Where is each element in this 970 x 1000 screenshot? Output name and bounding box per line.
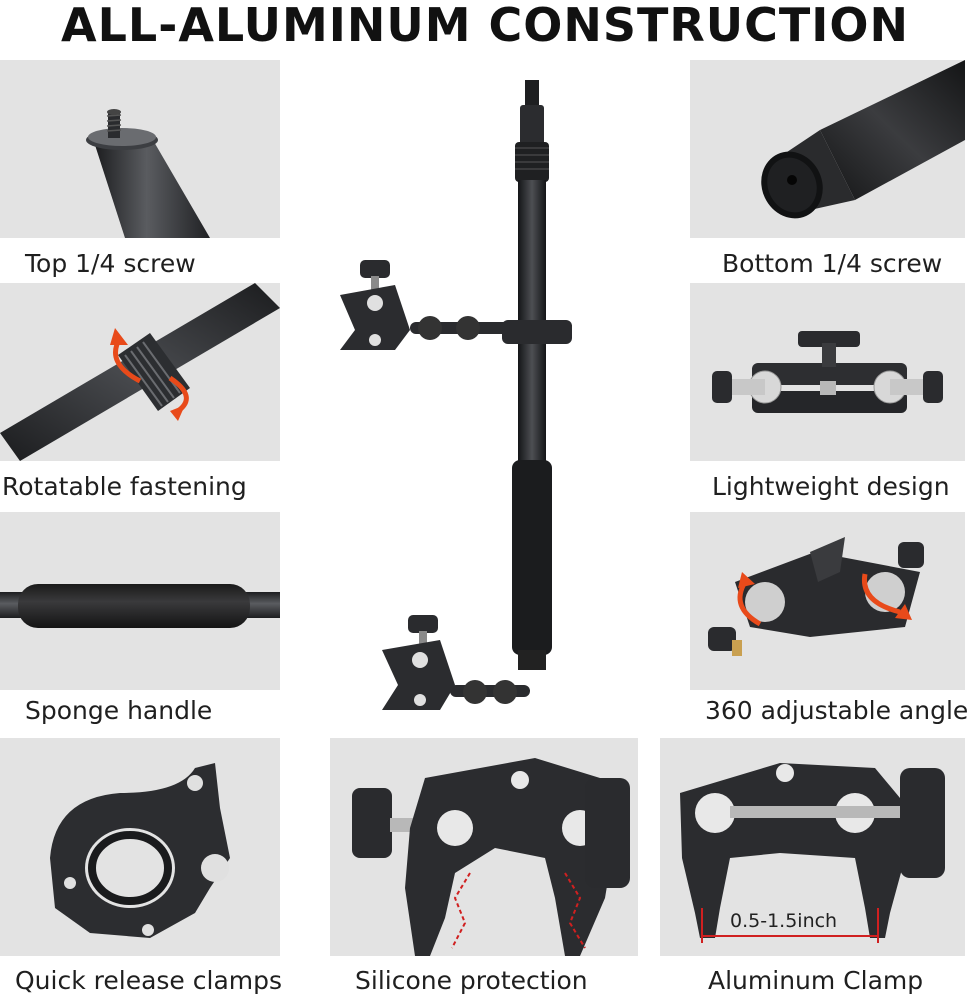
quick-release-photo [0,738,280,956]
rotate-arrow-icon [737,572,912,627]
quick-release-caption: Quick release clamps [15,966,283,995]
adjustable-caption: 360 adjustable angle [705,696,969,725]
top-screw-caption: Top 1/4 screw [25,249,196,278]
extension-pole-illustration [340,80,572,710]
aluminum-clamp-photo: 0.5-1.5inch [660,738,965,956]
lightweight-illustration [712,331,943,413]
rotatable-fastening-photo [0,283,280,461]
sponge-caption: Sponge handle [25,696,213,725]
silicone-protection-photo [330,738,638,956]
sponge-illustration [0,584,280,628]
knurled-collar [118,333,190,411]
silicone-caption: Silicone protection [355,966,588,995]
lower-clamp [382,615,455,710]
quick-release-illustration [50,763,230,938]
aluminum-clamp-illustration [680,763,945,943]
lightweight-photo [690,283,965,461]
page-title: ALL-ALUMINUM CONSTRUCTION [61,0,909,52]
adjustable-angle-photo [690,512,965,690]
rotate-arrow-icon [110,328,189,421]
top-screw-photo [0,60,280,238]
lightweight-caption: Lightweight design [712,472,950,501]
aluminum-clamp-caption: Aluminum Clamp [708,966,924,995]
dashed-pad-icon [451,872,586,949]
product-main-image [300,60,680,725]
rotatable-illustration [0,283,280,461]
sponge-handle-photo [0,512,280,690]
bottom-screw-caption: Bottom 1/4 screw [722,249,943,278]
top-screw-illustration [86,109,210,238]
rotatable-caption: Rotatable fastening [2,472,247,501]
adjustable-illustration [708,537,924,656]
upper-clamp [340,260,410,350]
silicone-illustration [352,758,630,956]
measurement-label: 0.5-1.5inch [730,910,838,932]
bottom-screw-photo [690,60,965,238]
bottom-screw-illustration [761,60,965,219]
measurement-bracket [701,908,879,943]
